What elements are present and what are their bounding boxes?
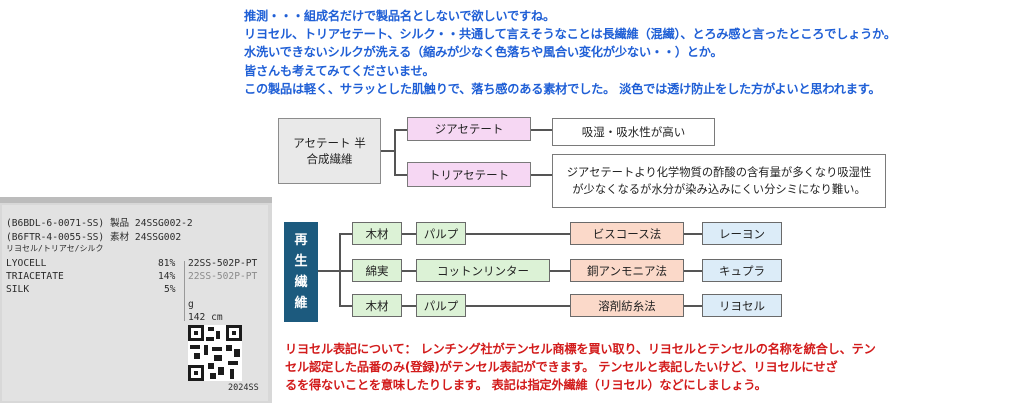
acetate-root-line: アセテート 半 <box>293 136 366 150</box>
note-line: るを得ないことを意味したりします。 表記は指定外繊維（リヨセル）などにしましょう… <box>285 378 767 392</box>
connector <box>381 150 395 152</box>
diacetate-desc-box: 吸湿・吸水性が高い <box>552 118 715 146</box>
care-label-paper: (B6BDL-6-0071-SS) 製品 24SSG002-2 (B6FTR-4… <box>2 205 268 401</box>
method-label: ビスコース法 <box>592 226 662 241</box>
intro-line: この製品は軽く、サラッとした肌触りで、落ち感のある素材でした。 淡色では透け防止… <box>244 81 881 96</box>
method-label: 銅アンモニア法 <box>586 263 668 278</box>
care-label-photo: (B6BDL-6-0071-SS) 製品 24SSG002-2 (B6FTR-4… <box>0 197 272 403</box>
intro-line: 水洗いできないシルクが洗える（縮みが少なく色落ちや風合い変化が少ない・・）とか。 <box>244 45 723 60</box>
connector <box>318 270 340 272</box>
label-line: (B6FTR-4-0055-SS) 素材 24SSG002 <box>6 232 182 243</box>
material-label: パルプ <box>423 226 459 241</box>
regenerated-root-char: 再 <box>294 233 308 248</box>
source-box: 木材 <box>352 222 402 245</box>
fiber-label: キュプラ <box>719 263 765 278</box>
intro-paragraph: 推測・・・組成名だけで製品名としないで欲しいですね。 リヨセル、トリアセテート、… <box>244 7 1014 98</box>
connector <box>352 305 782 307</box>
note-line: セル認定した品番のみ(登録)がテンセル表記ができます。 テンセルと表記したいけど… <box>285 360 838 374</box>
source-label: 木材 <box>365 298 389 313</box>
fiber-percent: 5% <box>164 284 176 295</box>
fiber-box: キュプラ <box>702 259 782 282</box>
connector <box>531 129 553 131</box>
intro-line: リヨセル、トリアセテート、シルク・・共通して言えそうなことは長繊維（混繊）、とろ… <box>244 27 896 42</box>
method-box: 銅アンモニア法 <box>570 259 684 282</box>
fiber-percent: 81% <box>158 258 176 269</box>
care-label: (B6BDL-6-0071-SS) 製品 24SSG002-2 (B6FTR-4… <box>0 203 272 403</box>
connector <box>352 270 782 272</box>
fiber-name: LYOCELL <box>6 258 47 269</box>
fiber-box: リヨセル <box>702 294 782 317</box>
material-box: コットンリンター <box>416 259 550 282</box>
source-box: 木材 <box>352 294 402 317</box>
fiber-box: レーヨン <box>702 222 782 245</box>
source-box: 綿実 <box>352 259 402 282</box>
acetate-root-line: 合成繊維 <box>306 152 353 166</box>
material-label: コットンリンター <box>437 263 529 278</box>
intro-line: 推測・・・組成名だけで製品名としないで欲しいですね。 <box>244 9 555 23</box>
triacetate-box: トリアセテート <box>407 162 531 187</box>
diacetate-label: ジアセテート <box>434 122 504 136</box>
diacetate-box: ジアセテート <box>407 117 531 141</box>
source-label: 綿実 <box>365 263 389 278</box>
method-box: 溶剤紡糸法 <box>570 294 684 317</box>
method-label: 溶剤紡糸法 <box>598 298 656 313</box>
connector <box>394 129 408 131</box>
fiber-name: TRIACETATE <box>6 271 64 282</box>
diacetate-desc: 吸湿・吸水性が高い <box>581 125 686 139</box>
label-divider <box>184 261 185 321</box>
fiber-percent: 14% <box>158 271 176 282</box>
regenerated-root-char: 繊 <box>294 275 308 290</box>
label-g: g <box>188 299 194 310</box>
triacetate-desc-box: ジアセテートより化学物質の酢酸の含有量が多くなり吸湿性 が少なくなるが水分が染み… <box>552 154 886 208</box>
label-ghost-code: 22SS-502P-PT <box>188 271 258 282</box>
lyocell-note: リヨセル表記について： レンチング社がテンセル商標を買い取り、リヨセルとテンセル… <box>285 340 1010 394</box>
acetate-root-box: アセテート 半 合成繊維 <box>278 118 381 184</box>
material-box: パルプ <box>416 222 466 245</box>
regenerated-root-char: 生 <box>294 254 308 269</box>
connector <box>339 305 353 307</box>
regenerated-root-box: 再 生 繊 維 <box>284 222 318 322</box>
label-code: 22SS-502P-PT <box>188 258 258 269</box>
fiber-name: SILK <box>6 284 30 295</box>
connector <box>394 174 408 176</box>
qr-code-icon <box>188 325 242 381</box>
fiber-label: レーヨン <box>719 226 765 241</box>
method-box: ビスコース法 <box>570 222 684 245</box>
connector <box>339 233 353 235</box>
fiber-label: リヨセル <box>719 298 765 313</box>
connector <box>339 270 353 272</box>
label-size: 142 cm <box>188 312 223 323</box>
material-label: パルプ <box>423 298 459 313</box>
source-label: 木材 <box>365 226 389 241</box>
triacetate-label: トリアセテート <box>428 167 510 182</box>
label-line: (B6BDL-6-0071-SS) 製品 24SSG002-2 <box>6 218 193 229</box>
connector <box>394 129 396 175</box>
connector <box>531 174 553 176</box>
regenerated-root-char: 維 <box>294 296 308 311</box>
label-line: リヨセル/トリアセ/シルク <box>6 244 104 253</box>
material-box: パルプ <box>416 294 466 317</box>
note-line: リヨセル表記について： レンチング社がテンセル商標を買い取り、リヨセルとテンセル… <box>285 342 876 356</box>
triacetate-desc-line: ジアセテートより化学物質の酢酸の含有量が多くなり吸湿性 <box>566 166 872 179</box>
label-season: 2024SS <box>228 383 259 393</box>
connector <box>352 233 782 235</box>
triacetate-desc-line: が少なくなるが水分が染み込みにくい分シミになり難い。 <box>572 183 866 196</box>
intro-line: 皆さんも考えてみてくださいませ。 <box>244 63 435 78</box>
